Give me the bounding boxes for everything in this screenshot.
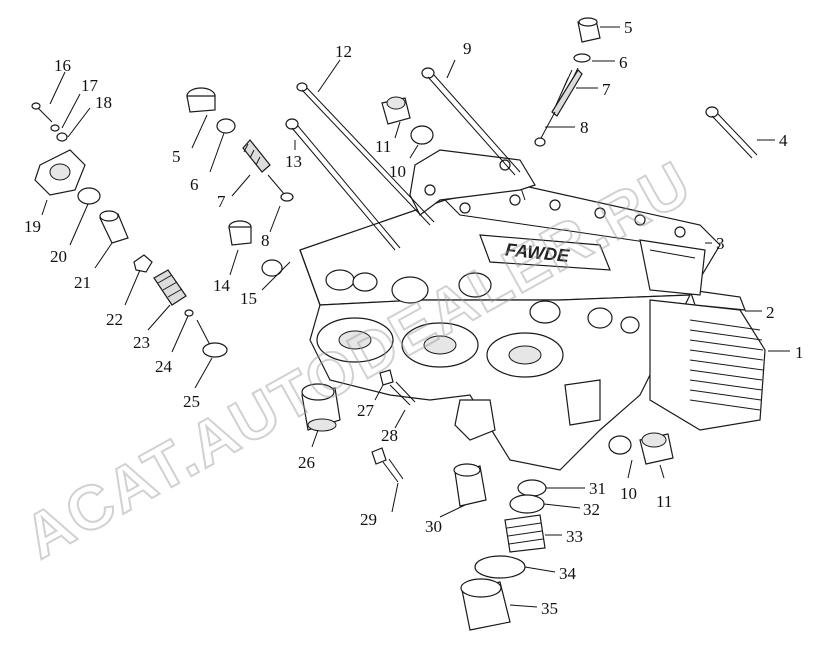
callout-33: 33 [566,527,583,546]
callout-25: 25 [183,392,200,411]
callout-8-left: 8 [261,231,270,250]
plug-5-left [186,87,216,113]
callout-11-upper: 11 [375,137,391,156]
o-ring-32 [509,494,545,514]
callout-3: 3 [716,234,725,253]
spring-7-upper [551,67,583,117]
callout-29: 29 [360,510,377,529]
plug-11-upper [381,96,411,125]
callout-5-left: 5 [172,147,181,166]
o-ring-34 [474,555,526,579]
plug-11-lower [639,432,674,465]
washer-18 [56,132,68,142]
callout-5-upper: 5 [624,18,633,37]
nut-22 [133,254,153,273]
callout-11-lower: 11 [656,492,672,511]
callout-6-upper: 6 [619,53,628,72]
callout-labels: 1 2 3 4 5 6 7 8 9 10 11 12 13 5 6 7 8 14… [24,18,804,618]
plunger-8-upper [534,111,556,147]
callout-32: 32 [583,500,600,519]
cooler-core [649,289,766,431]
callout-4: 4 [779,131,788,150]
seal-6-left [216,118,236,134]
spring-7-left [242,139,271,173]
spring-23 [153,269,187,306]
callout-19: 19 [24,217,41,236]
callout-2: 2 [766,303,775,322]
callout-10-lower: 10 [620,484,637,503]
adapter-30 [453,463,487,507]
callout-1: 1 [795,343,804,362]
sensor-19 [34,149,86,196]
plug-26 [301,383,341,432]
plug-5-upper [577,17,601,43]
cover-plate [409,149,536,216]
callout-34: 34 [559,564,577,583]
plug-14 [228,220,252,246]
callout-7-upper: 7 [602,80,611,99]
callout-35: 35 [541,599,558,618]
bolt-4 [705,106,758,159]
callout-16: 16 [54,56,71,75]
long-bolt-13 [285,118,401,251]
callout-12: 12 [335,42,352,61]
callout-24: 24 [155,357,173,376]
callout-9: 9 [463,39,472,58]
callout-8-upper: 8 [580,118,589,137]
ring-24 [184,309,194,317]
cooler-gasket [639,239,706,296]
stud-27 [379,369,394,386]
callout-23: 23 [133,333,150,352]
callout-21: 21 [74,273,91,292]
callout-20: 20 [50,247,67,266]
valve-body-21 [99,210,129,244]
callout-18: 18 [95,93,112,112]
plug-35 [460,578,511,631]
gasket-20 [77,187,101,205]
callout-13: 13 [285,152,302,171]
stud-28 [389,381,416,406]
callout-6-left: 6 [190,175,199,194]
callout-17: 17 [81,76,99,95]
callout-15: 15 [240,289,257,308]
callout-7-left: 7 [217,192,226,211]
o-ring-31 [517,479,547,497]
plunger-25 [196,319,228,358]
bolt-29 [371,447,404,483]
seal-6-upper [573,53,591,63]
seal-10-lower [608,435,632,455]
callout-28: 28 [381,426,398,445]
bore-flanges [316,269,640,441]
plunger-8-left [267,174,294,202]
leader-lines [41,26,790,608]
callout-10-upper: 10 [389,162,406,181]
seal-10-upper [410,125,434,145]
callout-26: 26 [298,453,315,472]
callout-31: 31 [589,479,606,498]
long-bolt-12 [296,82,435,226]
callout-27: 27 [357,401,375,420]
callout-30: 30 [425,517,442,536]
callout-14: 14 [213,276,231,295]
bolt-9 [421,67,521,176]
callout-22: 22 [106,310,123,329]
seal-15 [261,259,283,277]
screw-16 [31,102,53,123]
filter-33 [504,514,546,553]
washer-17 [50,124,60,132]
